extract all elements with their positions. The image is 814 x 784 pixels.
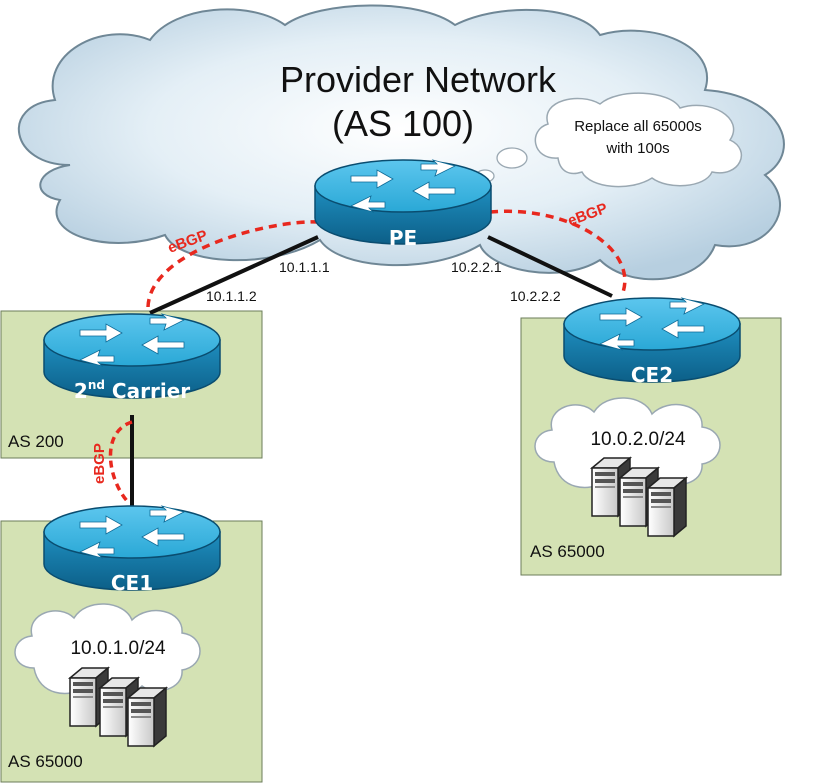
site-ce1-label: AS 65000 <box>8 752 83 771</box>
thought-line2: with 100s <box>605 140 669 157</box>
server-icon <box>127 687 167 747</box>
subnet-ce2-label: 10.0.2.0/24 <box>590 429 686 450</box>
ip-ce2: 10.2.2.2 <box>510 288 561 304</box>
thought-line1: Replace all 65000s <box>574 118 702 135</box>
ip-pe-right: 10.2.2.1 <box>451 259 502 275</box>
cloud-title-line1: Provider Network <box>280 59 557 100</box>
subnet-ce1-label: 10.0.1.0/24 <box>70 638 166 659</box>
link-pe-carrier <box>149 235 319 315</box>
ebgp-session-right <box>489 209 627 296</box>
site-ce2-label: AS 65000 <box>530 542 605 561</box>
provider-cloud <box>17 4 785 281</box>
router-carrier-label: 2nd Carrier <box>74 378 190 403</box>
router-ce1-label: CE1 <box>111 571 153 595</box>
ebgp-label-carrier-ce1: eBGP <box>91 443 108 484</box>
router-pe-label: PE <box>389 226 417 250</box>
ip-carrier: 10.1.1.2 <box>206 288 257 304</box>
ip-pe-left: 10.1.1.1 <box>279 259 330 275</box>
thought-bubble <box>475 92 742 188</box>
site-as200-label: AS 200 <box>8 432 64 451</box>
server-icon <box>647 477 687 537</box>
ebgp-session-left <box>146 220 319 308</box>
link-pe-ce2 <box>487 235 613 298</box>
cloud-title-line2: (AS 100) <box>332 103 474 144</box>
router-ce2-label: CE2 <box>631 363 673 387</box>
